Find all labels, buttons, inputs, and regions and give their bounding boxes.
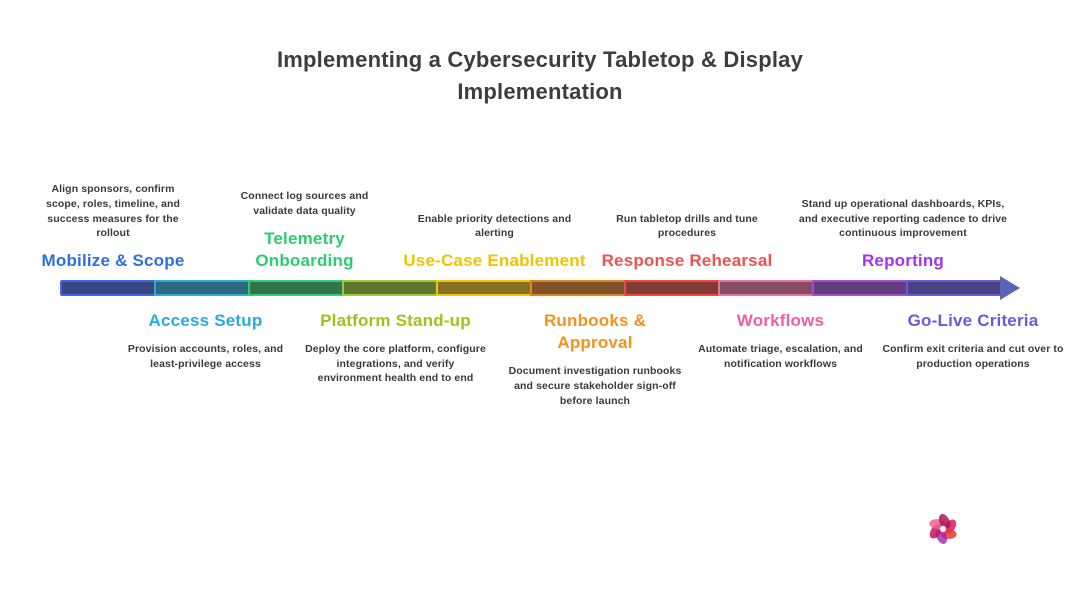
phase-reporting: Stand up operational dashboards, KPIs, a… <box>798 122 1008 272</box>
phase-label: Platform Stand-up <box>320 311 471 330</box>
phase-description: Run tabletop drills and tune procedures <box>616 212 758 240</box>
timeline-segment <box>530 280 626 296</box>
timeline-segment <box>718 280 814 296</box>
phase-label: Workflows <box>736 311 825 330</box>
timeline-bar <box>60 280 1002 296</box>
title-line-1: Implementing a Cybersecurity Tabletop & … <box>276 47 804 72</box>
timeline-segment <box>248 280 344 296</box>
timeline-segment <box>906 280 1002 296</box>
timeline-segment <box>60 280 156 296</box>
phase-description: Deploy the core platform, configure inte… <box>305 343 486 385</box>
phase-runbooks-approval: Runbooks & Approval Document investigati… <box>505 310 685 408</box>
phase-use-case-enablement: Enable priority detections and alerting … <box>402 122 587 272</box>
phase-telemetry-onboarding: Connect log sources and validate data qu… <box>222 122 387 272</box>
phase-label: Telemetry Onboarding <box>255 228 354 270</box>
phase-description: Stand up operational dashboards, KPIs, a… <box>798 197 1008 240</box>
pinwheel-flower-logo-icon <box>929 514 957 544</box>
phase-description: Confirm exit criteria and cut over to pr… <box>882 343 1064 370</box>
timeline-segment <box>342 280 438 296</box>
page-title: Implementing a Cybersecurity Tabletop & … <box>0 44 1080 108</box>
phase-label: Go-Live Criteria <box>907 311 1039 330</box>
phase-access-setup: Access Setup Provision accounts, roles, … <box>118 310 293 371</box>
phase-description: Enable priority detections and alerting <box>417 212 572 240</box>
phase-label: Access Setup <box>148 311 263 330</box>
phase-description: Align sponsors, confirm scope, roles, ti… <box>46 183 180 240</box>
phase-label: Runbooks & Approval <box>543 311 647 353</box>
phase-description: Document investigation runbooks and secu… <box>508 365 682 407</box>
phase-label: Mobilize & Scope <box>41 250 185 270</box>
timeline-segment <box>154 280 250 296</box>
phase-go-live-criteria: Go-Live Criteria Confirm exit criteria a… <box>878 310 1068 371</box>
phase-workflows: Workflows Automate triage, escalation, a… <box>693 310 868 371</box>
phase-description: Provision accounts, roles, and least-pri… <box>127 343 284 370</box>
phase-platform-stand-up: Platform Stand-up Deploy the core platfo… <box>303 310 488 386</box>
timeline-segment <box>436 280 532 296</box>
phase-label: Response Rehearsal <box>601 250 773 270</box>
phase-response-rehearsal: Run tabletop drills and tune procedures … <box>597 122 777 272</box>
phase-label: Reporting <box>861 250 945 270</box>
timeline-segment <box>812 280 908 296</box>
phase-description: Automate triage, escalation, and notific… <box>698 343 863 370</box>
phase-description: Connect log sources and validate data qu… <box>240 190 369 218</box>
phase-mobilize-scope: Align sponsors, confirm scope, roles, ti… <box>38 122 188 272</box>
timeline-segment <box>624 280 720 296</box>
phase-label: Use-Case Enablement <box>403 250 586 270</box>
timeline-arrowhead-icon <box>1000 276 1020 300</box>
title-line-2: Implementation <box>457 78 623 104</box>
